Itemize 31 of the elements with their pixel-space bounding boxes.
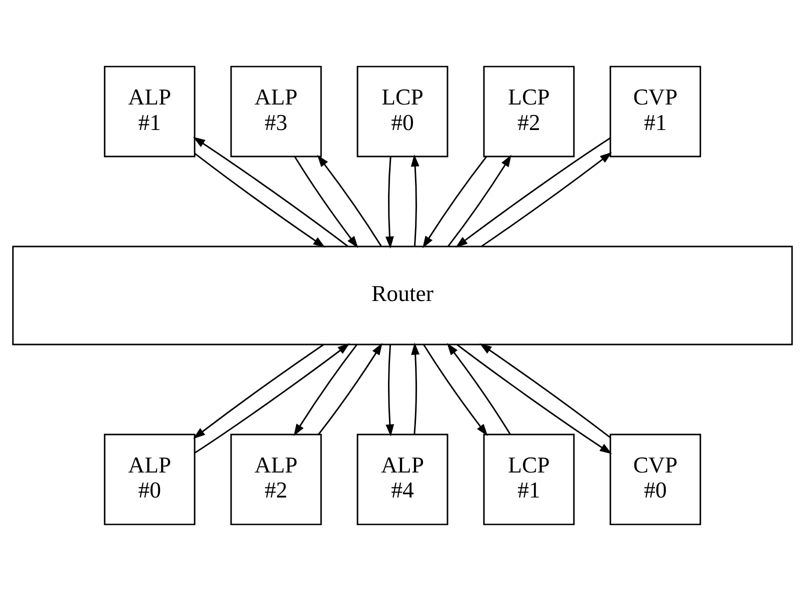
node-box: Router [12, 245, 793, 345]
arrow [294, 344, 358, 436]
arrow [386, 344, 394, 436]
arrow [448, 154, 512, 246]
arrow [193, 136, 348, 246]
arrow [423, 344, 488, 436]
arrow [194, 152, 326, 248]
arrow [194, 342, 350, 453]
arrow [422, 156, 487, 248]
node-box: ALP #1 [104, 65, 196, 157]
node-box: ALP #4 [356, 433, 448, 525]
arrow [318, 342, 382, 434]
arrow [385, 156, 394, 248]
node-box: LCP #1 [483, 433, 575, 525]
node-box: ALP #2 [230, 433, 322, 525]
node-box: CVP #1 [610, 65, 702, 157]
node-box: ALP #3 [230, 65, 322, 157]
arrow [193, 344, 324, 438]
arrow [411, 342, 420, 434]
arrow [455, 137, 610, 248]
node-box: ALP #0 [104, 433, 196, 525]
arrow [456, 344, 612, 454]
arrow [481, 152, 612, 246]
arrow [317, 154, 382, 246]
arrow [410, 154, 420, 246]
arrow [446, 342, 511, 434]
node-box: LCP #0 [356, 65, 448, 157]
node-box: CVP #0 [610, 433, 702, 525]
arrow [480, 342, 611, 438]
node-box: LCP #2 [483, 65, 575, 157]
arrow [294, 156, 358, 248]
